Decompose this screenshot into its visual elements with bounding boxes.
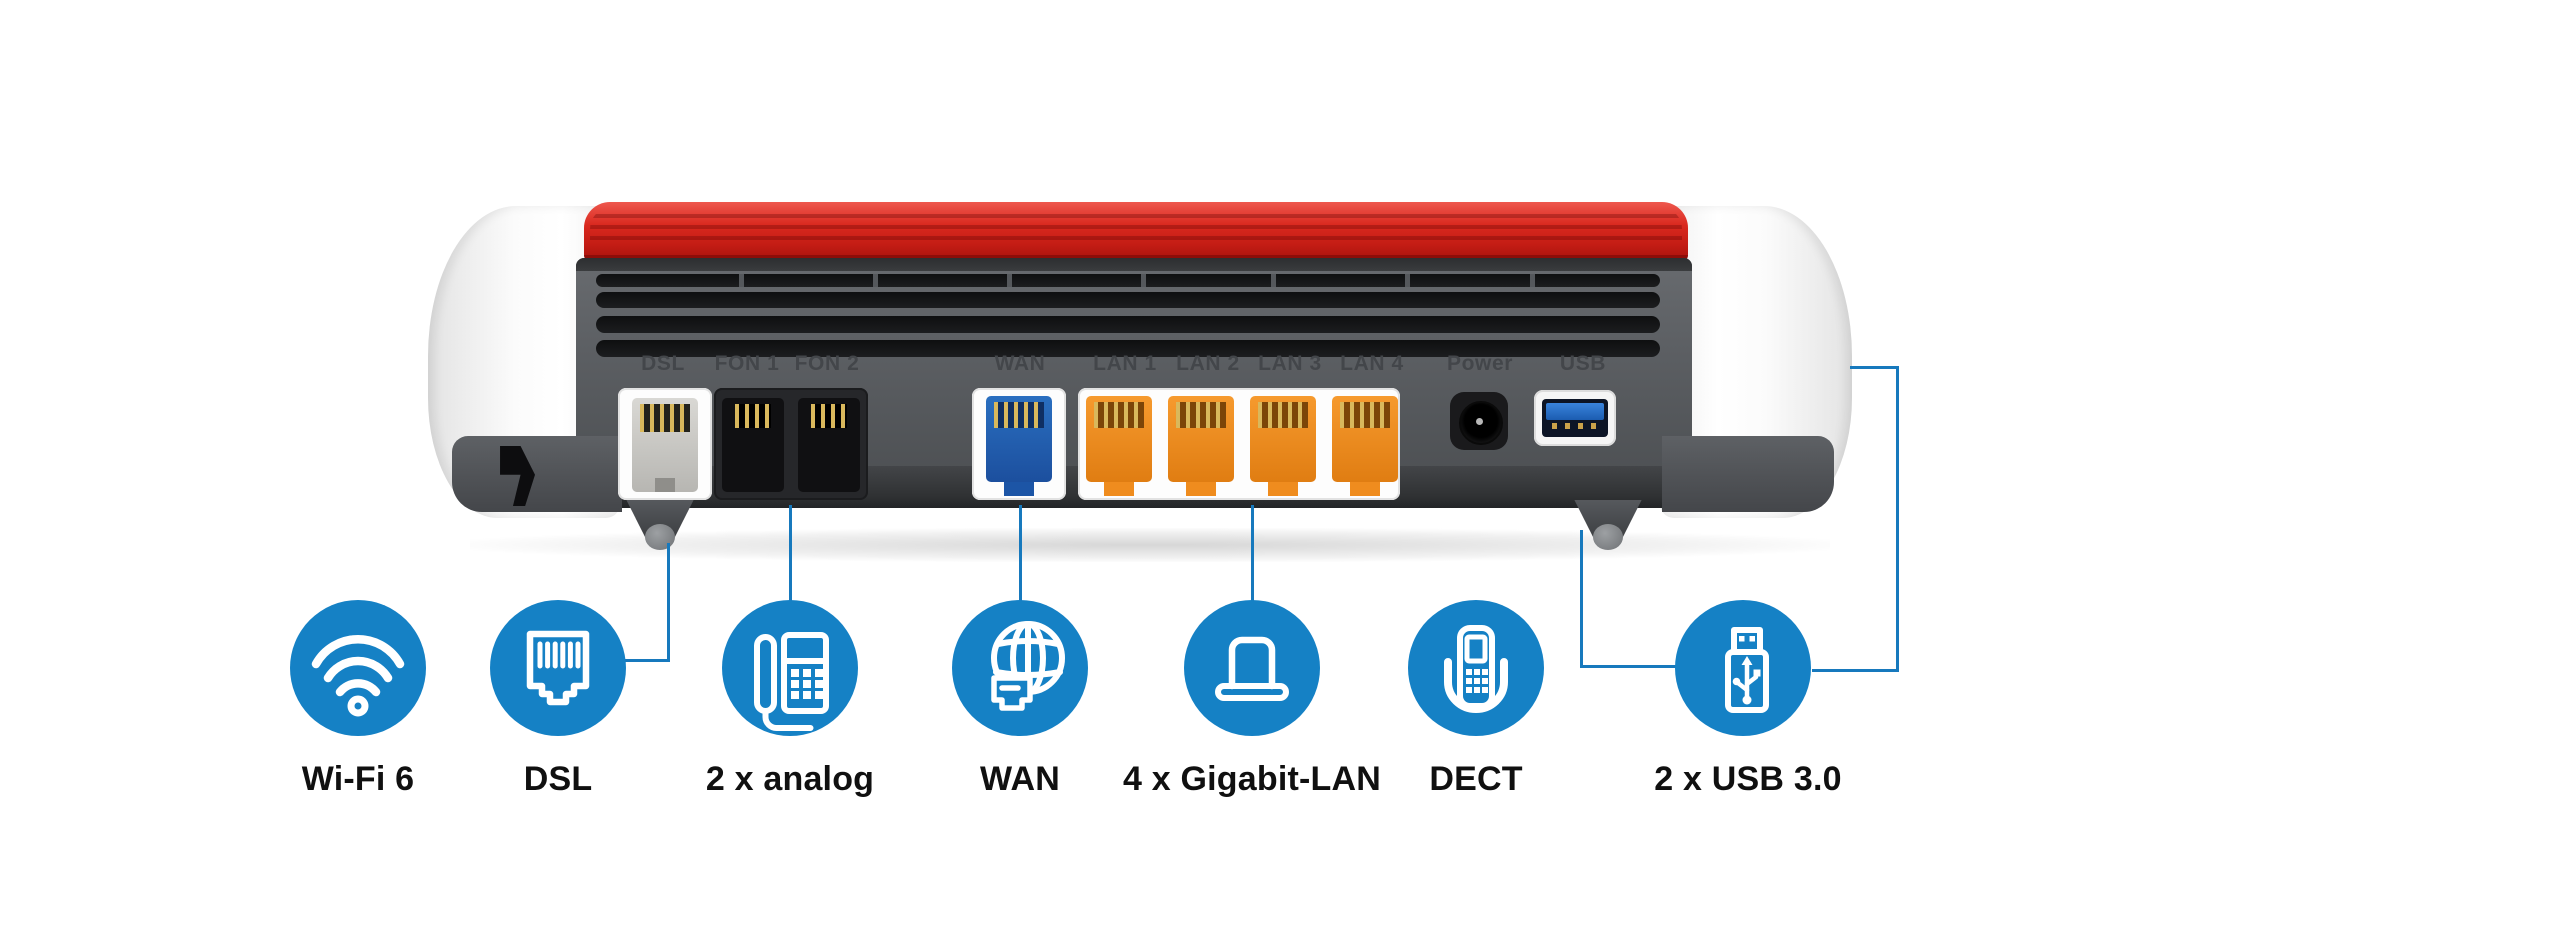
connector-line-usb-right-top — [1850, 366, 1899, 369]
lan2-jack — [1168, 396, 1234, 482]
port-label-fon2: FON 2 — [794, 352, 860, 375]
fon1-jack — [722, 398, 784, 492]
rj45-plug-icon — [526, 630, 590, 706]
port-label-lan2: LAN 2 — [1176, 352, 1240, 375]
feature-wifi — [290, 600, 426, 736]
port-label-power: Power — [1446, 352, 1514, 375]
lan4-jack — [1332, 396, 1398, 482]
connector-line-lan — [1251, 505, 1254, 603]
fon-ports — [714, 388, 868, 500]
usb-stick-icon — [1725, 627, 1769, 713]
connector-line-usb-right-vertical — [1896, 366, 1899, 672]
lan-ports — [1078, 388, 1400, 500]
feature-dsl — [490, 600, 626, 736]
port-label-lan1: LAN 1 — [1093, 352, 1157, 375]
feature-wan — [952, 600, 1088, 736]
feature-dect — [1408, 600, 1544, 736]
dsl-port — [618, 388, 712, 500]
globe-wan-icon — [991, 621, 1065, 711]
wifi-icon — [311, 634, 405, 717]
feature-lan — [1184, 600, 1320, 736]
port-label-fon1: FON 1 — [714, 352, 780, 375]
port-label-dsl: DSL — [641, 352, 685, 375]
feature-label-wan: WAN — [980, 760, 1060, 798]
vent-slot-row-3 — [596, 316, 1660, 333]
port-label-lan3: LAN 3 — [1258, 352, 1322, 375]
feature-usb — [1675, 600, 1811, 736]
laptop-icon — [1215, 636, 1289, 701]
usb-port — [1534, 390, 1616, 446]
fon2-jack — [798, 398, 860, 492]
port-label-usb: USB — [1559, 352, 1607, 375]
wan-port — [972, 388, 1066, 500]
feature-label-usb: 2 x USB 3.0 — [1654, 760, 1842, 798]
router-left-side-panel — [452, 436, 622, 512]
power-connector — [1450, 392, 1508, 450]
connector-line-usb-right-bottom — [1812, 669, 1899, 672]
connector-line-usb-left-horizontal — [1580, 665, 1677, 668]
feature-analog — [722, 600, 858, 736]
port-label-lan4: LAN 4 — [1340, 352, 1404, 375]
connector-line-analog — [789, 505, 792, 603]
router-right-side-panel — [1662, 436, 1834, 512]
connector-line-dsl-vertical — [667, 543, 670, 662]
feature-label-dsl: DSL — [523, 760, 593, 798]
lan3-jack — [1250, 396, 1316, 482]
connector-line-dsl-horizontal — [624, 659, 670, 662]
feature-label-wifi: Wi-Fi 6 — [301, 760, 415, 798]
connector-line-usb-left-vertical — [1580, 530, 1583, 668]
vent-slot-row-4 — [596, 340, 1660, 357]
vent-slot-row-2 — [596, 292, 1660, 308]
feature-label-dect: DECT — [1429, 760, 1523, 798]
vent-slot-row-1 — [596, 274, 1660, 287]
connector-line-wan — [1019, 505, 1022, 603]
cordless-phone-icon — [1444, 625, 1508, 713]
router-red-top — [584, 202, 1688, 262]
analog-phone-icon — [754, 632, 829, 731]
feature-label-analog: 2 x analog — [705, 760, 875, 798]
feature-label-lan: 4 x Gigabit-LAN — [1122, 760, 1382, 798]
lan1-jack — [1086, 396, 1152, 482]
port-label-wan: WAN — [994, 352, 1046, 375]
